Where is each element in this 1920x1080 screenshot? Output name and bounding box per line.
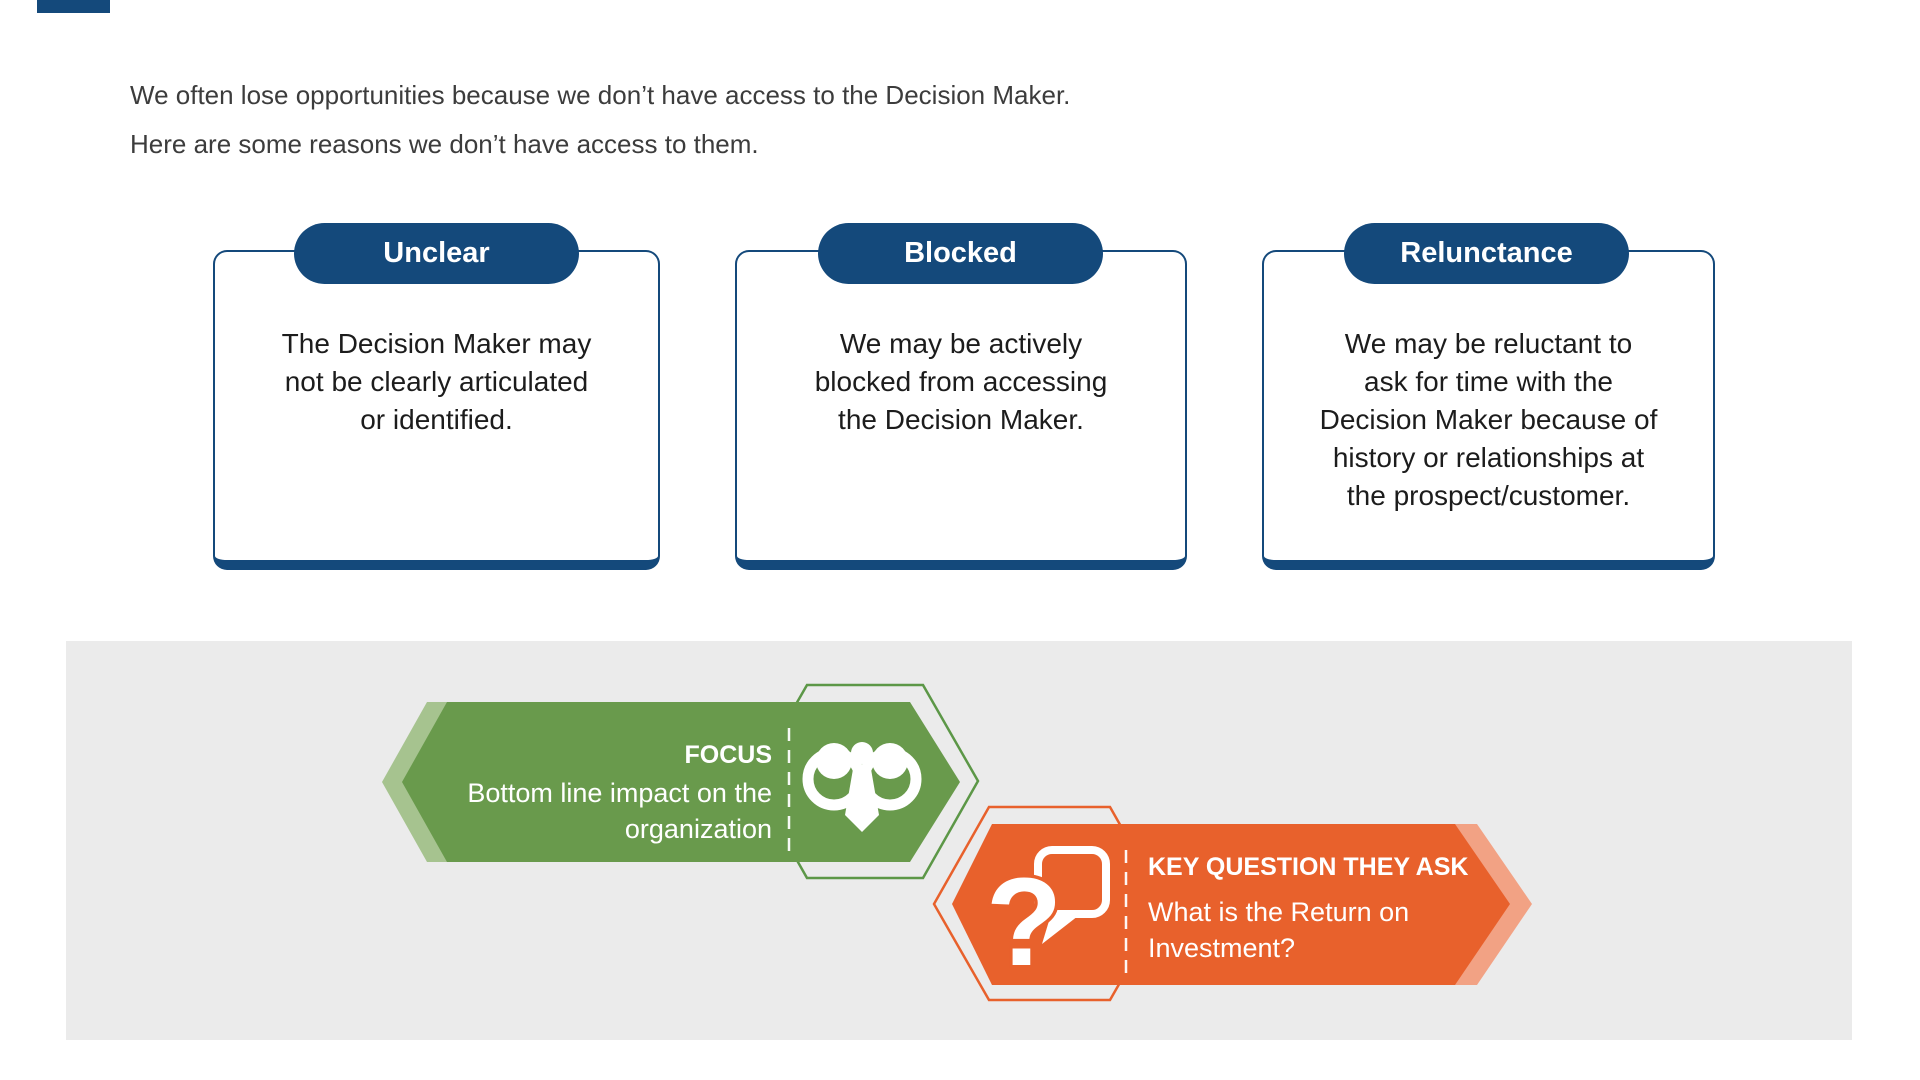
card-title-pill: Relunctance	[1344, 223, 1629, 284]
card-title-pill: Unclear	[294, 223, 579, 284]
banner-shape	[952, 824, 1510, 985]
intro-line-1: We often lose opportunities because we d…	[130, 80, 1071, 110]
banner-shape	[402, 702, 960, 862]
reason-card-relunctance: We may be reluctant to ask for time with…	[1262, 250, 1715, 570]
question-bubble-icon: ?	[982, 846, 1110, 996]
svg-text:?: ?	[986, 853, 1062, 992]
binoculars-icon	[802, 742, 922, 832]
card-body-text: We may be reluctant to ask for time with…	[1319, 328, 1658, 511]
key-question-banner: ?	[932, 805, 1532, 1002]
focus-text-block: FOCUS Bottom line impact on the organiza…	[400, 741, 772, 847]
focus-label: FOCUS	[684, 741, 773, 769]
hexagon-outline	[932, 805, 1167, 1002]
top-accent-bar	[37, 0, 110, 13]
bottom-panel	[66, 641, 1852, 1040]
reason-card-blocked: We may be actively blocked from accessin…	[735, 250, 1187, 570]
card-body-text: The Decision Maker may not be clearly ar…	[281, 328, 592, 435]
card-body-text: We may be actively blocked from accessin…	[814, 328, 1108, 435]
focus-description: Bottom line impact on the organization	[467, 778, 772, 844]
focus-banner	[382, 683, 980, 880]
key-question-label: KEY QUESTION THEY ASK	[1148, 853, 1469, 881]
key-question-text-block: KEY QUESTION THEY ASK What is the Return…	[1148, 852, 1478, 966]
reason-card-unclear: The Decision Maker may not be clearly ar…	[213, 250, 660, 570]
intro-line-2: Here are some reasons we don’t have acce…	[130, 129, 759, 159]
card-title-pill: Blocked	[818, 223, 1103, 284]
key-question-description: What is the Return on Investment?	[1148, 897, 1410, 963]
